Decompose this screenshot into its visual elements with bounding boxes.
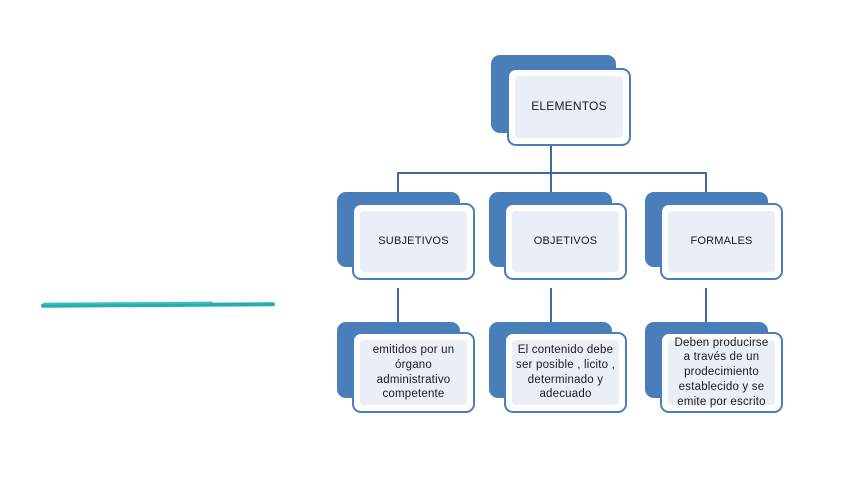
node-inner-panel: Deben producirse a través de un prodecim… <box>668 337 775 408</box>
connector-objetivos-to-detail <box>550 288 552 324</box>
node-detail-formales[interactable]: Deben producirse a través de un prodecim… <box>645 322 790 417</box>
node-detail-objetivos[interactable]: El contenido debe ser posible , licito ,… <box>489 322 634 417</box>
node-detail-subjetivos[interactable]: emitidos por un órgano administrativo co… <box>337 322 482 417</box>
node-elementos[interactable]: ELEMENTOS <box>491 55 639 153</box>
node-label: OBJETIVOS <box>533 235 598 248</box>
node-front-shape: Deben producirse a través de un prodecim… <box>660 332 783 413</box>
node-label: ELEMENTOS <box>531 99 607 114</box>
node-inner-panel: OBJETIVOS <box>512 211 619 272</box>
node-label: FORMALES <box>690 235 753 248</box>
node-inner-panel: FORMALES <box>668 211 775 272</box>
node-label: Deben producirse a través de un prodecim… <box>674 336 769 408</box>
node-inner-panel: SUBJETIVOS <box>360 211 467 272</box>
node-front-shape: OBJETIVOS <box>504 203 627 280</box>
node-front-shape: ELEMENTOS <box>507 68 631 146</box>
node-subjetivos[interactable]: SUBJETIVOS <box>337 192 482 287</box>
connector-bus-to-objetivos <box>550 172 552 194</box>
connector-formales-to-detail <box>705 288 707 324</box>
node-front-shape: emitidos por un órgano administrativo co… <box>352 332 475 413</box>
connector-bus-to-subjetivos <box>397 172 399 194</box>
node-objetivos[interactable]: OBJETIVOS <box>489 192 634 287</box>
node-inner-panel: El contenido debe ser posible , licito ,… <box>512 340 619 405</box>
node-label: SUBJETIVOS <box>378 235 449 248</box>
node-inner-panel: ELEMENTOS <box>515 76 623 138</box>
connector-subjetivos-to-detail <box>397 288 399 324</box>
node-formales[interactable]: FORMALES <box>645 192 790 287</box>
node-front-shape: SUBJETIVOS <box>352 203 475 280</box>
node-inner-panel: emitidos por un órgano administrativo co… <box>360 340 467 405</box>
node-front-shape: FORMALES <box>660 203 783 280</box>
node-label: El contenido debe ser posible , licito ,… <box>516 344 615 401</box>
teal-underline-stroke <box>40 302 276 308</box>
node-front-shape: El contenido debe ser posible , licito ,… <box>504 332 627 413</box>
connector-bus-to-formales <box>705 172 707 194</box>
connector-root-down <box>550 145 552 173</box>
node-label: emitidos por un órgano administrativo co… <box>372 344 455 401</box>
